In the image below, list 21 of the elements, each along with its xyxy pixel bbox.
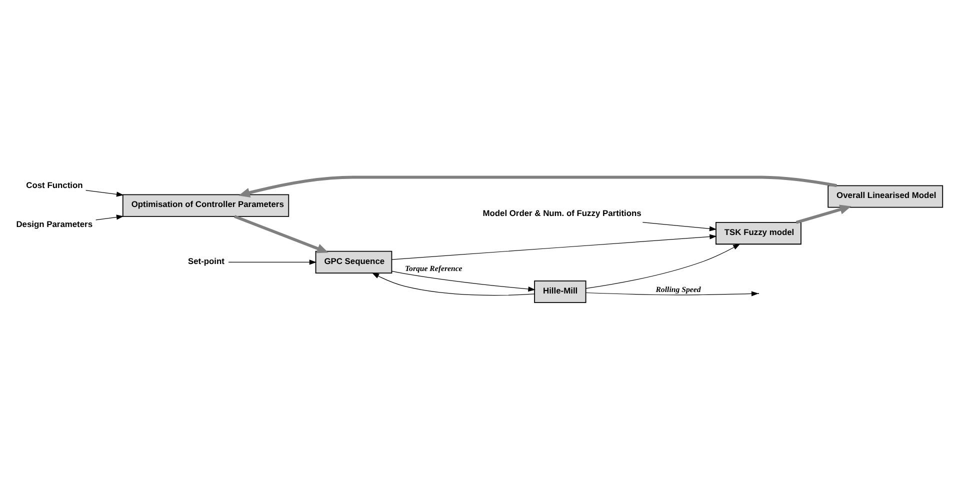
node-box: Optimisation of Controller Parameters — [122, 194, 290, 217]
arrow — [586, 244, 740, 289]
arrow — [392, 270, 536, 292]
node-box: Overall Linearised Model — [828, 185, 944, 208]
arrow — [372, 272, 535, 296]
arrow — [238, 176, 837, 198]
arrow — [228, 260, 317, 265]
arrow — [96, 214, 124, 220]
node-text: Cost Function — [26, 180, 83, 190]
arrow — [642, 222, 717, 232]
arrow — [234, 215, 328, 254]
node-text: Model Order & Num. of Fuzzy Partitions — [482, 208, 642, 218]
node-box: GPC Sequence — [315, 250, 392, 274]
node-text: Design Parameters — [16, 219, 93, 230]
node-text: Set-point — [188, 256, 224, 266]
node-box: Hille-Mill — [534, 280, 586, 304]
node-box: TSK Fuzzy model — [716, 222, 802, 245]
arrow — [796, 204, 852, 224]
arrow — [391, 234, 717, 260]
arrow — [586, 291, 759, 296]
arrow — [86, 190, 124, 197]
